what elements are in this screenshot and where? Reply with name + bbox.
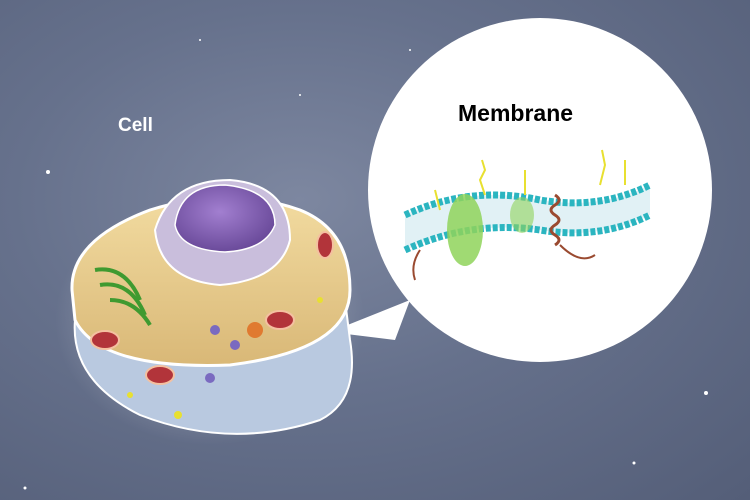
cell-label: Cell xyxy=(118,115,153,136)
membrane-protein xyxy=(447,194,483,266)
cell xyxy=(55,178,365,445)
callout-bubble xyxy=(330,18,712,362)
membrane-label: Membrane xyxy=(458,100,574,126)
mitochondria xyxy=(90,231,334,385)
membrane-closeup xyxy=(403,149,652,281)
golgi xyxy=(94,267,152,327)
